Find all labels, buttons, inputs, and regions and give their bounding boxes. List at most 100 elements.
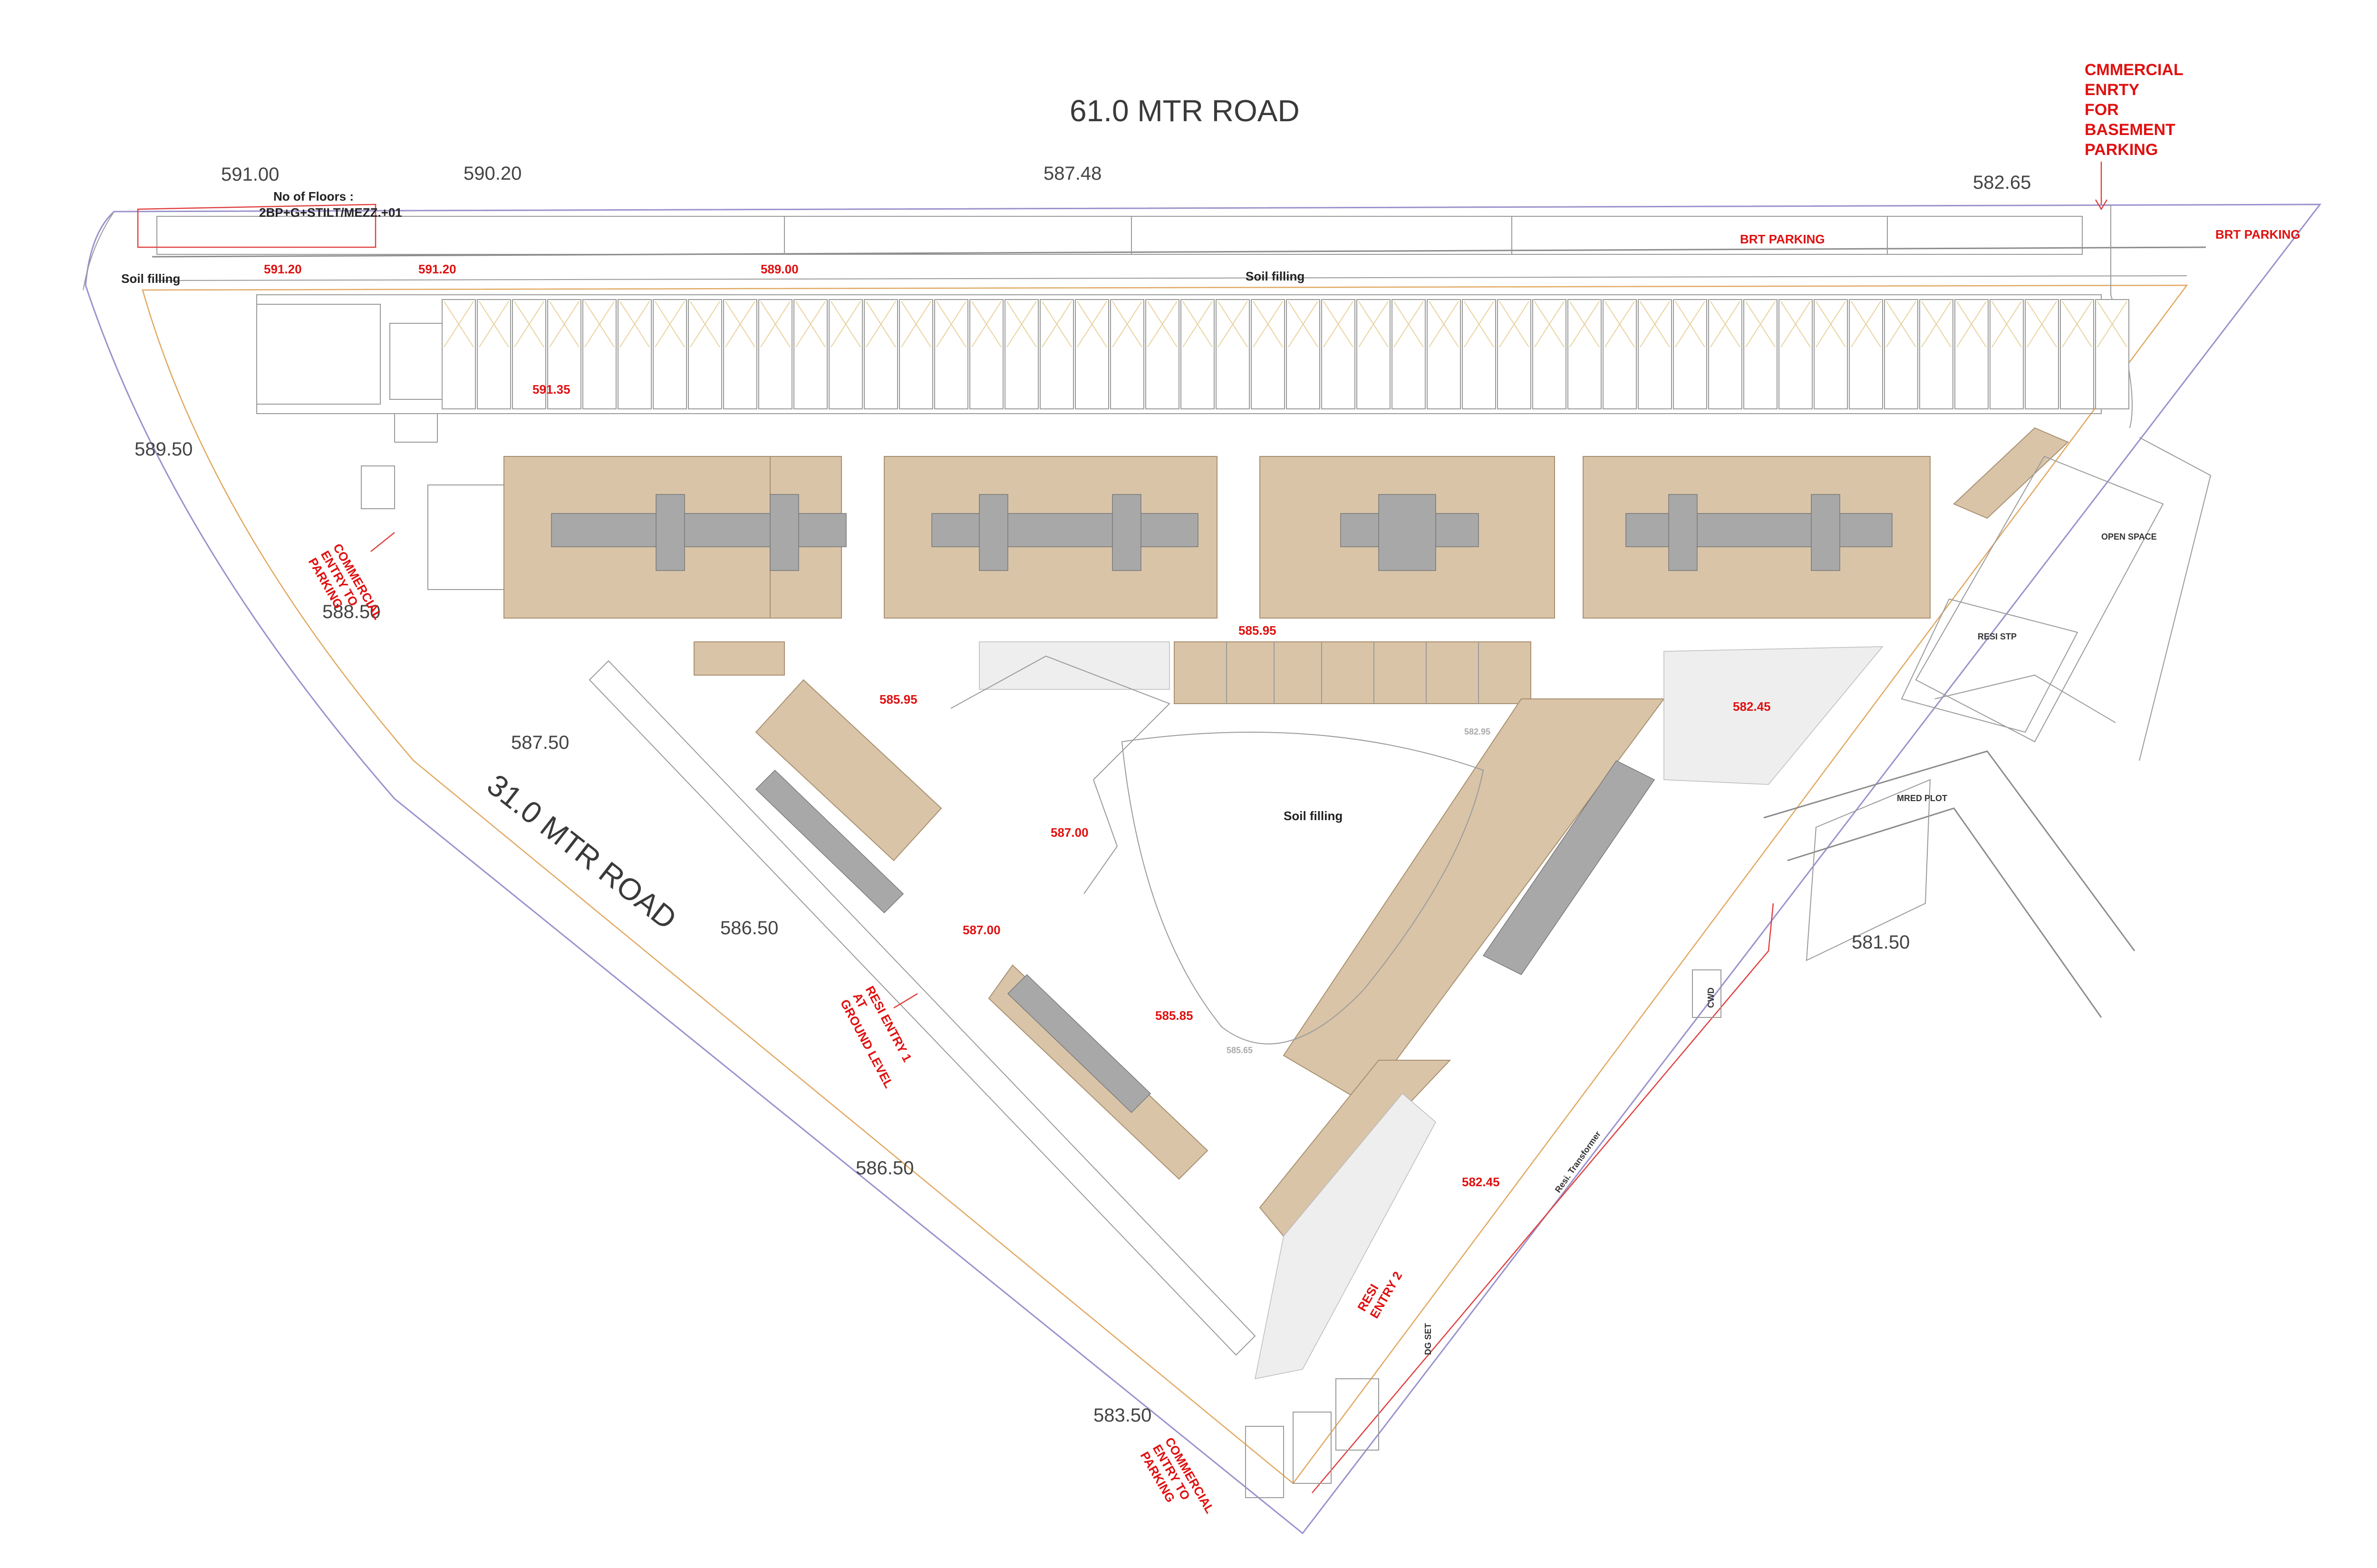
- shop-unit: [969, 299, 1004, 409]
- shop-unit-cross: [1006, 301, 1037, 348]
- commercial-entry-line-1: CMMERCIAL: [2085, 61, 2184, 79]
- tower-cluster-2: [884, 456, 1217, 619]
- shop-unit-cross: [1640, 301, 1670, 348]
- shop-unit: [477, 299, 511, 409]
- shop-unit-cross: [971, 301, 1002, 348]
- shop-unit: [793, 299, 828, 409]
- brt-parking-label-1: BRT PARKING: [1740, 232, 1825, 246]
- grey-level-582-95: 582.95: [1464, 727, 1490, 736]
- service-block: [256, 304, 381, 405]
- shop-unit: [723, 299, 757, 409]
- cwd-label: CWD: [1706, 987, 1716, 1008]
- service-block: [427, 484, 504, 590]
- shop-unit-cross: [1288, 301, 1318, 348]
- shop-unit: [653, 299, 687, 409]
- shop-unit-cross: [1042, 301, 1072, 348]
- red-level-591-20-a: 591.20: [264, 262, 302, 276]
- shop-unit: [512, 299, 546, 409]
- shop-unit-cross: [936, 301, 966, 348]
- shop-unit: [1778, 299, 1813, 409]
- level-586-50-a: 586.50: [720, 918, 778, 939]
- shop-unit-cross: [1393, 301, 1424, 348]
- level-587-48: 587.48: [1044, 163, 1102, 184]
- shop-unit: [1075, 299, 1109, 409]
- shop-unit-cross: [1816, 301, 1846, 348]
- entry-arrows: [370, 162, 2108, 1009]
- shop-unit: [618, 299, 652, 409]
- shop-unit-cross: [1851, 301, 1881, 348]
- soil-filling-top: Soil filling: [1246, 269, 1304, 283]
- brt-parking-label-2: BRT PARKING: [2215, 227, 2300, 242]
- shop-unit: [1497, 299, 1531, 409]
- level-586-50-b: 586.50: [856, 1158, 914, 1179]
- shop-unit: [1884, 299, 1918, 409]
- shop-unit: [1919, 299, 1953, 409]
- service-block: [394, 413, 438, 443]
- level-588-50: 588.50: [322, 601, 380, 622]
- shop-unit: [1532, 299, 1566, 409]
- soil-filling-center: Soil filling: [1284, 809, 1343, 823]
- shop-unit: [1216, 299, 1250, 409]
- service-block: [389, 323, 443, 400]
- level-590-20: 590.20: [464, 163, 522, 184]
- top-shops-row: [256, 294, 2129, 590]
- mred-plot-label: MRED PLOT: [1897, 794, 1947, 803]
- shop-unit-cross: [549, 301, 580, 348]
- shop-unit: [934, 299, 968, 409]
- shop-unit-cross: [1780, 301, 1811, 348]
- shop-unit: [2095, 299, 2129, 409]
- level-581-50: 581.50: [1852, 932, 1910, 953]
- red-level-591-35: 591.35: [532, 382, 570, 397]
- shop-unit: [547, 299, 581, 409]
- shop-unit: [688, 299, 722, 409]
- shop-unit: [1180, 299, 1215, 409]
- shop-unit-cross: [1675, 301, 1705, 348]
- shop-unit: [1743, 299, 1778, 409]
- central-courtyard: [950, 655, 1484, 1045]
- shop-unit-cross: [1499, 301, 1529, 348]
- red-level-591-20-b: 591.20: [418, 262, 456, 276]
- shop-unit-cross: [444, 301, 474, 348]
- red-level-585-85: 585.85: [1155, 1008, 1193, 1023]
- side-road-label: 31.0 MTR ROAD: [481, 767, 683, 936]
- shop-unit-cross: [1182, 301, 1213, 348]
- shop-unit: [442, 299, 476, 409]
- open-space-label: OPEN SPACE: [2101, 532, 2157, 542]
- shop-unit: [1708, 299, 1742, 409]
- shop-unit-cross: [2027, 301, 2057, 348]
- shop-unit: [1462, 299, 1496, 409]
- left-diagonal-wing: [589, 660, 1256, 1356]
- level-582-65: 582.65: [1973, 172, 2031, 193]
- brt-parking-strip: [137, 203, 2206, 281]
- shop-unit-cross: [584, 301, 615, 348]
- shop-unit: [1427, 299, 1461, 409]
- shop-unit: [1110, 299, 1144, 409]
- shop-unit: [1603, 299, 1637, 409]
- service-block: [361, 465, 395, 509]
- floors-value: 2BP+G+STILT/MEZZ.+01: [259, 205, 402, 220]
- commercial-entry-line-2: ENRTY: [2085, 81, 2140, 99]
- shop-unit: [1040, 299, 1074, 409]
- shop-unit: [1145, 299, 1179, 409]
- level-591-00: 591.00: [221, 164, 279, 185]
- shop-unit-cross: [1569, 301, 1600, 348]
- shop-unit: [1638, 299, 1672, 409]
- shop-unit: [1814, 299, 1848, 409]
- shop-unit: [2060, 299, 2094, 409]
- shop-unit: [758, 299, 792, 409]
- level-589-50: 589.50: [135, 439, 193, 460]
- shop-unit-cross: [1534, 301, 1565, 348]
- shop-unit-cross: [795, 301, 826, 348]
- shop-unit-cross: [655, 301, 685, 348]
- red-level-587-00-a: 587.00: [1051, 825, 1089, 840]
- shop-unit: [829, 299, 863, 409]
- shop-unit-cross: [619, 301, 650, 348]
- shop-unit: [1391, 299, 1426, 409]
- shop-unit-cross: [1745, 301, 1776, 348]
- red-level-582-45-b: 582.45: [1462, 1175, 1500, 1189]
- shop-unit-cross: [479, 301, 509, 348]
- tower-cluster-1: [503, 456, 847, 619]
- shop-unit-cross: [514, 301, 544, 348]
- shop-unit-cross: [1956, 301, 1987, 348]
